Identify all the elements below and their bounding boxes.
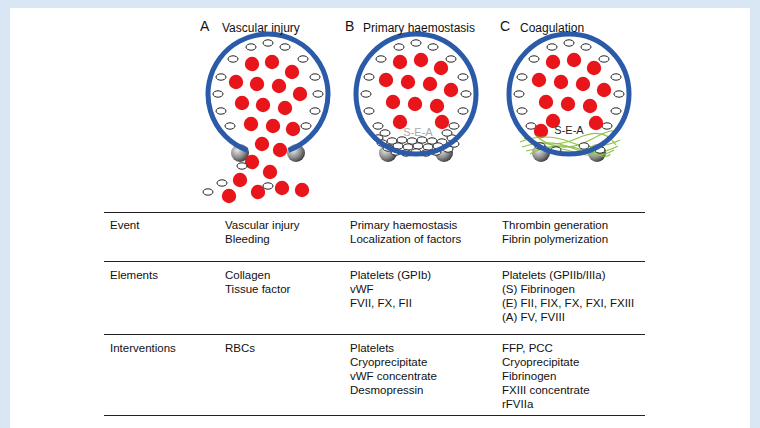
table-cell: Cryoprecipitate [502,355,579,369]
table-cell: vWF concentrate [350,369,437,383]
platelet-group [514,40,624,129]
table-cell: Localization of factors [350,232,461,246]
platelet-group [361,40,471,129]
vessel-wall [200,26,336,162]
table-cell: Tissue factor [225,282,290,296]
vessel-outline [509,34,629,154]
vessel-wall [501,26,637,162]
vessel-letter: C [500,18,510,34]
red-cell-group [379,53,458,129]
table-cell: (E) FII, FIX, FX, FXI, FXIII [502,296,634,310]
table-cell: FVII, FX, FII [350,296,412,310]
table-cell: Fibrinogen [502,369,556,383]
vessel-circle: BPrimary haemostasisS-E-A [348,26,484,162]
vessel-circle: CCoagulationS-E-A [501,26,637,162]
vessel-letter: A [200,18,209,34]
table-cell: rFVIIa [502,397,533,411]
vessel-sea: S-E-A [403,126,432,138]
table-cell: Collagen [225,268,270,282]
vessel-title: Primary haemostasis [363,21,475,35]
table-cell: vWF [350,282,374,296]
spilled-platelets [203,163,273,195]
table-cell: Platelets [350,341,394,355]
table-cell: Bleeding [225,232,270,246]
table-cell: RBCs [225,341,255,355]
vessel-sea: S-E-A [554,124,583,136]
vessel-circle: AVascular injury [200,26,336,162]
table-cell: Desmopressin [350,383,424,397]
table-cell: Thrombin generation [502,218,608,232]
table-cell: Cryoprecipitate [350,355,427,369]
vessel-letter: B [345,18,354,34]
table-cell: Platelets (GPIb) [350,268,431,282]
platelet-group [213,40,323,129]
red-cell-group [222,55,309,203]
vessel-outline [356,34,476,154]
table-cell: Platelets (GPIIb/IIIa) [502,268,606,282]
table-cell: Vascular injury [225,218,300,232]
table-rule [104,213,645,416]
row-header: Event [110,218,139,232]
table-cell: (A) FV, FVIII [502,310,565,324]
row-header: Elements [110,268,158,282]
vessel-title: Coagulation [520,21,584,35]
vessel-wall [348,26,484,162]
vessel-outline [208,34,328,150]
table-cell: (S) Fibrinogen [502,282,575,296]
red-cell-group [532,53,611,138]
table-cell: Fibrin polymerization [502,232,608,246]
row-header: Interventions [110,341,176,355]
vessel-title: Vascular injury [222,21,300,35]
table-cell: FXIII concentrate [502,383,590,397]
table-cell: FFP, PCC [502,341,553,355]
table-cell: Primary haemostasis [350,218,457,232]
